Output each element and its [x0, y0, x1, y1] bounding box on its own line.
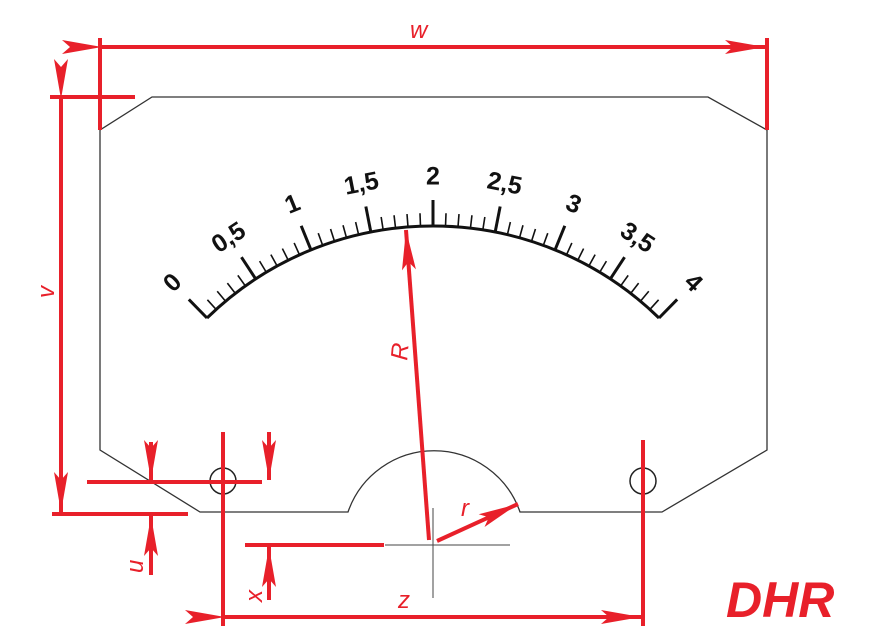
scale-minor-tick	[293, 242, 301, 256]
scale-minor-tick	[342, 225, 348, 238]
scale-label: 2	[426, 163, 440, 191]
scale-label: 2,5	[485, 166, 525, 200]
dial-plate-outline	[99, 96, 768, 513]
scale-label: 4	[679, 268, 709, 298]
scale-label: 1	[281, 189, 305, 220]
scale-minor-tick	[619, 274, 629, 287]
dim-z-label: z	[397, 587, 410, 614]
dim-x-label: x	[241, 589, 268, 603]
scale-minor-tick	[457, 213, 460, 228]
brand-logo: DHR	[726, 572, 834, 628]
scale-minor-tick	[216, 290, 227, 302]
scale-minor-tick	[354, 221, 360, 235]
scale-minor-tick	[317, 232, 324, 246]
scale-major-tick	[657, 298, 679, 320]
scale-minor-tick	[599, 260, 608, 273]
meter-scale: 0 0,5 1 1,5 2 2,5 3 3,5 4	[158, 163, 709, 320]
dim-u-label: u	[122, 560, 149, 573]
scale-major-tick	[187, 298, 209, 320]
scale-minor-tick	[482, 216, 486, 230]
scale-minor-tick	[380, 216, 384, 230]
scale-minor-tick	[530, 228, 537, 242]
scale-minor-tick	[469, 215, 473, 229]
dim-v-label: v	[33, 284, 60, 298]
dim-R-line	[401, 229, 431, 541]
scale-minor-tick	[393, 215, 397, 229]
scale-label: 0,5	[206, 216, 250, 259]
scale-minor-tick	[506, 221, 512, 235]
scale-minor-tick	[639, 290, 650, 302]
scale-major-tick	[553, 225, 567, 251]
dim-r-line	[436, 502, 519, 543]
scale-minor-tick	[206, 299, 217, 310]
scale-major-tick	[240, 256, 257, 280]
scale-minor-tick	[518, 225, 524, 238]
scale-major-tick	[364, 206, 373, 233]
scale-minor-tick	[226, 282, 236, 294]
scale-label: 0	[158, 268, 188, 298]
scale-label: 3,5	[615, 216, 659, 259]
scale-minor-tick	[649, 299, 660, 310]
scale-minor-tick	[237, 274, 247, 287]
scale-label: 3	[562, 189, 585, 220]
scale-major-tick	[609, 256, 626, 280]
scale-minor-tick	[630, 282, 640, 294]
scale-minor-tick	[406, 213, 409, 228]
scale-major-tick	[493, 206, 502, 233]
dim-w-label: w	[410, 17, 429, 44]
scale-minor-tick	[577, 248, 585, 261]
scale-minor-tick	[281, 248, 289, 261]
scale-minor-tick	[444, 213, 447, 227]
scale-minor-tick	[542, 232, 549, 246]
scale-minor-tick	[258, 260, 267, 273]
scale-minor-tick	[270, 254, 278, 267]
scale-minor-tick	[419, 213, 422, 227]
scale-minor-tick	[565, 242, 573, 256]
scale-minor-tick	[329, 228, 336, 242]
dim-R-label: R	[386, 342, 414, 362]
dim-r-label: r	[461, 495, 470, 522]
scale-major-tick	[299, 225, 313, 251]
scale-label: 1,5	[342, 166, 382, 200]
scale-minor-tick	[588, 254, 596, 267]
scale-arc	[205, 224, 661, 320]
